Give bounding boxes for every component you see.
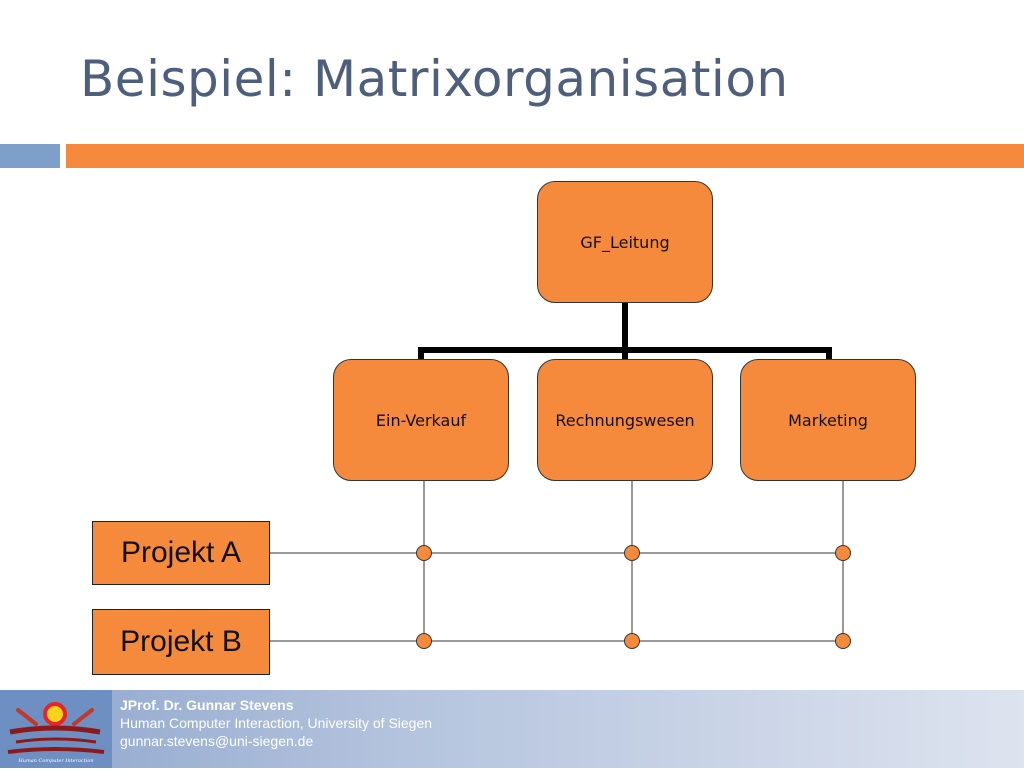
org-box-rechnungswesen: Rechnungswesen bbox=[537, 359, 713, 481]
hci-logo: Human Computer Interaction bbox=[0, 690, 112, 768]
org-box-marketing: Marketing bbox=[740, 359, 916, 481]
matrix-node bbox=[835, 633, 851, 649]
project-box-b: Projekt B bbox=[92, 609, 270, 675]
org-box-root: GF_Leitung bbox=[537, 181, 713, 303]
logo-caption: Human Computer Interaction bbox=[17, 758, 93, 764]
matrix-node bbox=[416, 633, 432, 649]
matrix-node bbox=[624, 545, 640, 561]
title-bar-blue bbox=[0, 144, 60, 168]
title-bar-orange bbox=[66, 144, 1024, 168]
matrix-node bbox=[835, 545, 851, 561]
footer-text: JProf. Dr. Gunnar Stevens Human Computer… bbox=[120, 696, 432, 750]
slide-title: Beispiel: Matrixorganisation bbox=[80, 50, 789, 108]
project-box-a: Projekt A bbox=[92, 521, 270, 585]
footer: Human Computer Interaction JProf. Dr. Gu… bbox=[0, 690, 1024, 768]
matrix-node bbox=[624, 633, 640, 649]
org-box-ein-verkauf: Ein-Verkauf bbox=[333, 359, 509, 481]
footer-email: gunnar.stevens@uni-siegen.de bbox=[120, 733, 314, 749]
footer-author: JProf. Dr. Gunnar Stevens bbox=[120, 697, 294, 713]
footer-affiliation: Human Computer Interaction, University o… bbox=[120, 715, 433, 731]
hci-logo-icon: Human Computer Interaction bbox=[7, 702, 105, 764]
matrix-node bbox=[416, 545, 432, 561]
